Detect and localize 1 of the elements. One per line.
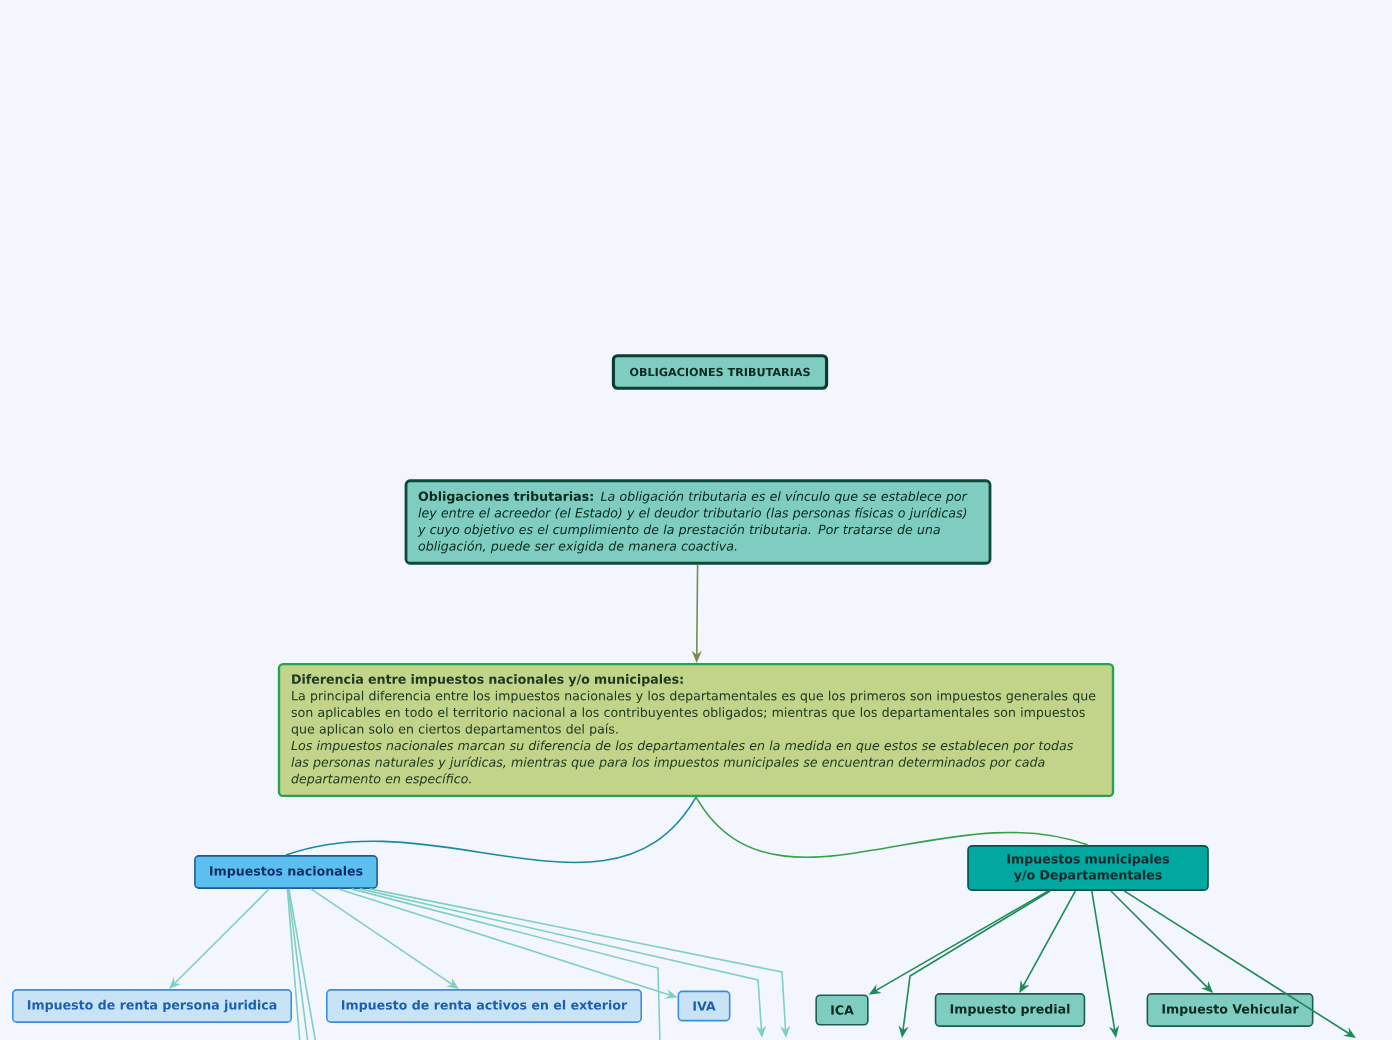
arrow — [1123, 890, 1356, 1038]
